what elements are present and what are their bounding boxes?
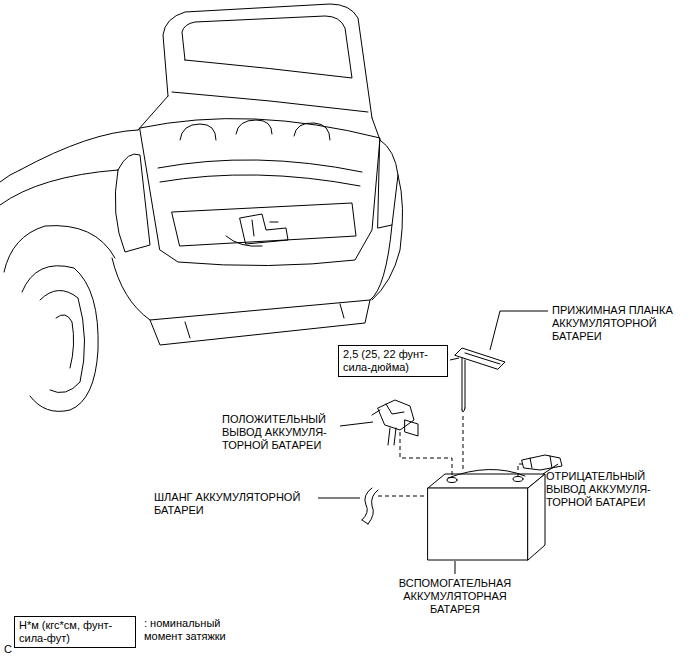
box-text: Н*м (кгс*см, фунт- сила-фут) [19, 619, 131, 645]
legend-box: Н*м (кгс*см, фунт- сила-фут) [14, 616, 136, 648]
part-name: ПОЛОЖИТЕЛЬНЫЙ ВЫВОД АККУМУЛЯ- ТОРНОЙ БАТ… [222, 413, 336, 452]
figure-code: C [4, 643, 24, 656]
part-name: ШЛАНГ АККУМУЛЯТОРНОЙ БАТАРЕИ [154, 491, 314, 517]
box-text: 2,5 (25, 22 фунт- сила-дюйма) [343, 348, 443, 374]
part-name: ВСПОМОГАТЕЛЬНАЯ АККУМУЛЯТОРНАЯ БАТАРЕЯ [388, 577, 522, 616]
battery-parts [362, 348, 562, 560]
legend-text: : номинальный момент затяжки [144, 617, 236, 643]
torque-box: 2,5 (25, 22 фунт- сила-дюйма) [338, 345, 448, 377]
part-name: ОТРИЦАТЕЛЬНЫЙ ВЫВОД АККУМУЛЯ- ТОРНОЙ БАТ… [546, 470, 660, 509]
assembly-lines [378, 416, 523, 496]
leader-lines [318, 311, 558, 574]
part-name: ПРИЖИМНАЯ ПЛАНКА АККУМУЛЯТОРНОЙ БАТАРЕИ [552, 304, 686, 343]
